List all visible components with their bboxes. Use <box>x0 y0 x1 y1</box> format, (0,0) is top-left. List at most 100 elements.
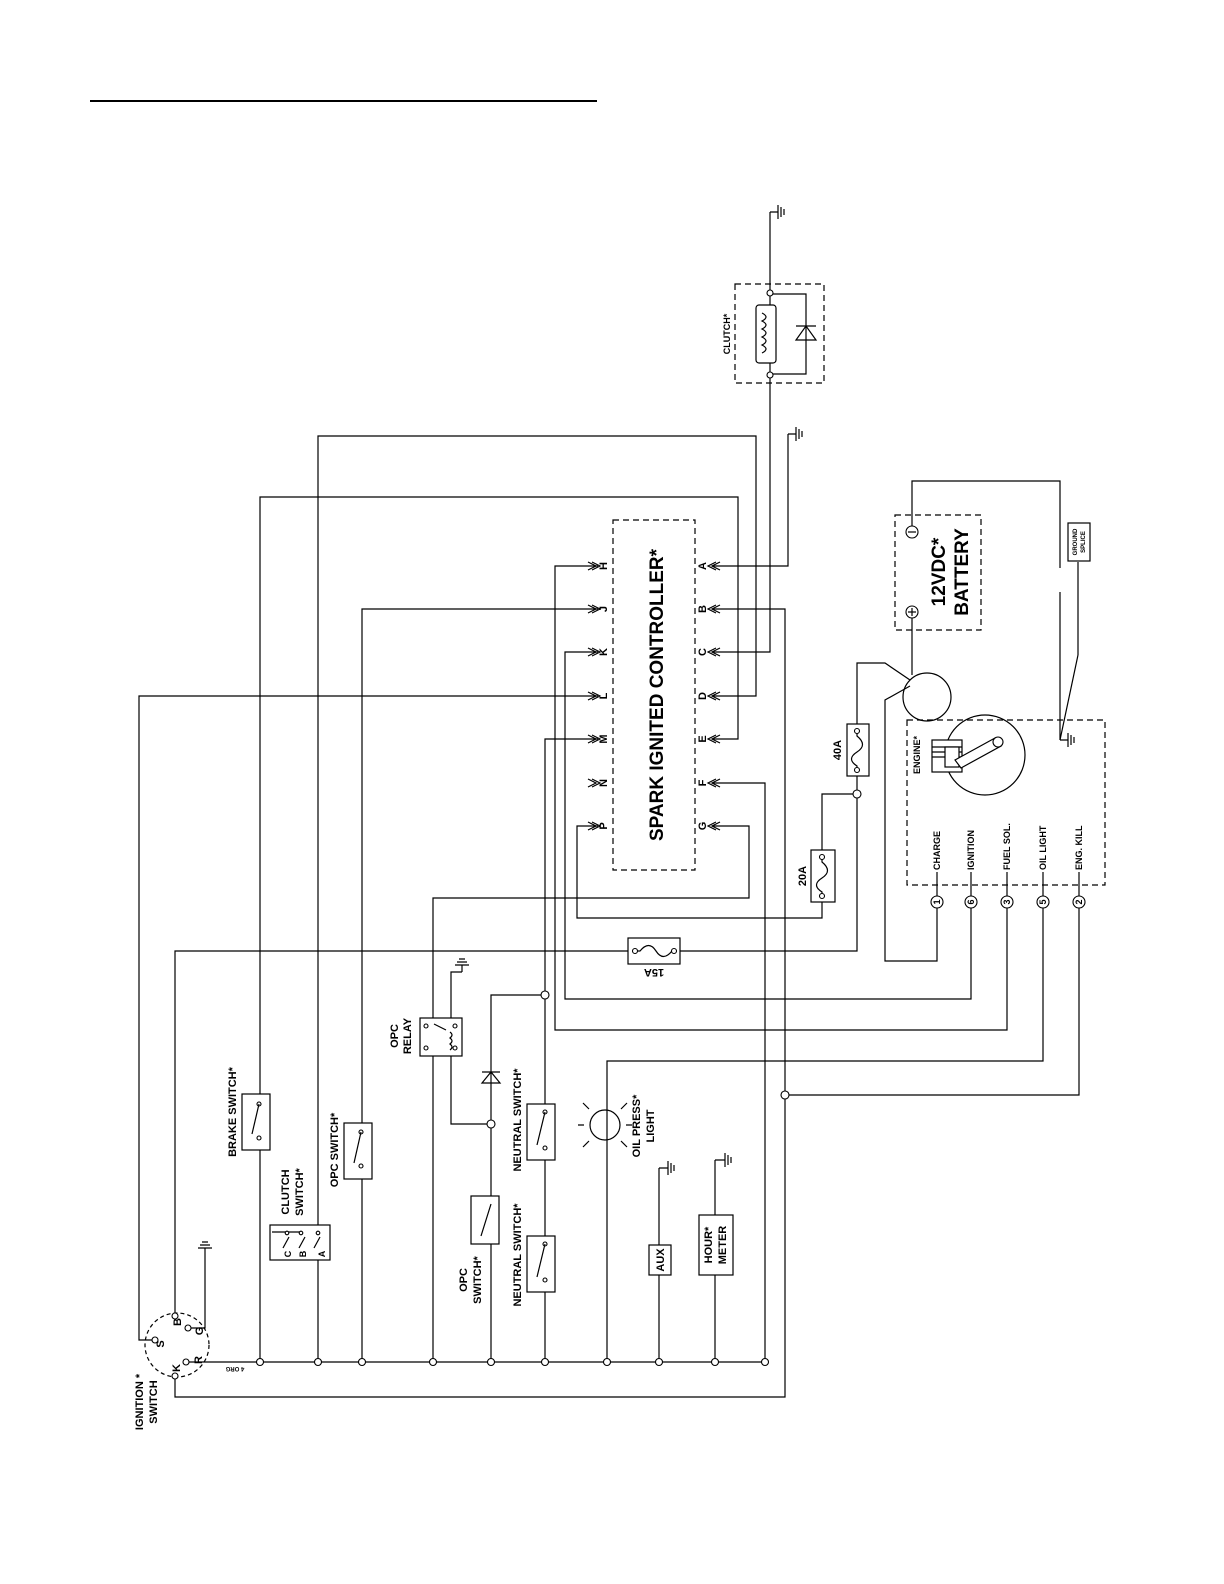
brake-switch-label: BRAKE SWITCH* <box>227 1066 239 1157</box>
oil-press-light: OIL PRESS* LIGHT <box>578 1094 657 1157</box>
aux-label: AUX <box>655 1248 667 1272</box>
fuse-15a: 15A <box>627 937 681 978</box>
ground-icon <box>198 1241 212 1249</box>
clutch-switch-pin-c: C <box>283 1250 293 1257</box>
hour-meter: HOUR* METER <box>698 1214 734 1276</box>
wires <box>138 212 1080 1398</box>
opc-switch-lower: OPC SWITCH* <box>458 1195 500 1304</box>
engine-piston-icon <box>931 714 1026 796</box>
controller-label: SPARK IGNITED CONTROLLER* <box>647 548 668 841</box>
connector-arrow-icon <box>587 647 602 657</box>
controller-right-pins: A B C D E F G <box>697 561 721 831</box>
engine-terminal-number: 6 <box>966 899 976 904</box>
clutch-switch-label-2: SWITCH* <box>294 1167 306 1215</box>
controller-pin-label: J <box>598 606 610 612</box>
engine-terminal-label: OIL LIGHT <box>1038 825 1048 870</box>
oil-press-label-1: OIL PRESS* <box>631 1094 643 1157</box>
connector-arrow-icon <box>706 647 721 657</box>
engine-terminal-number: 5 <box>1038 899 1048 904</box>
engine-terminal-node <box>964 895 978 909</box>
engine-terminal-number: 2 <box>1074 899 1084 904</box>
oil-press-label-2: LIGHT <box>645 1109 657 1142</box>
opc-relay: OPC RELAY <box>389 1017 463 1057</box>
ground-icon <box>715 1153 732 1167</box>
connector-arrow-icon <box>587 604 602 614</box>
fuse-15a-label: 15A <box>644 966 664 978</box>
engine-terminal-node <box>930 895 944 909</box>
fuse-40a-label: 40A <box>832 740 844 760</box>
junction-nodes <box>255 789 862 1367</box>
battery-voltage-label: 12VDC* <box>929 537 950 606</box>
controller-pin-label: K <box>598 648 610 656</box>
neutral-switch-upper: NEUTRAL SWITCH* <box>512 1068 556 1172</box>
controller-pin-label: M <box>598 734 610 743</box>
ground-icon <box>659 1161 675 1175</box>
ignition-terminal-b: B <box>172 1318 184 1326</box>
neutral-switch-lower: NEUTRAL SWITCH* <box>512 1203 556 1307</box>
opc-relay-label-1: OPC <box>389 1024 401 1048</box>
ground-splice-line1: GROUND <box>1073 528 1079 555</box>
controller-pin-label: G <box>697 822 709 831</box>
clutch-switch-label-1: CLUTCH <box>280 1169 292 1214</box>
battery-name-label: BATTERY <box>952 528 973 616</box>
ignition-terminal-g: G <box>194 1327 206 1336</box>
diode-icon <box>480 1071 502 1084</box>
ground-splice: GROUND SPLICE <box>1067 522 1091 562</box>
hour-meter-label-2: METER <box>717 1226 729 1265</box>
engine-label: ENGINE* <box>912 736 922 775</box>
neutral-switch-upper-label: NEUTRAL SWITCH* <box>512 1068 524 1172</box>
connector-arrow-icon <box>587 821 602 831</box>
neutral-switch-lower-label: NEUTRAL SWITCH* <box>512 1203 524 1307</box>
clutch-label: CLUTCH* <box>722 313 732 354</box>
connector-arrow-icon <box>706 691 721 701</box>
engine-terminal-node <box>1036 895 1050 909</box>
battery: 12VDC* BATTERY <box>894 514 982 675</box>
engine-terminal-label: IGNITION <box>966 830 976 870</box>
controller-pin-label: B <box>697 605 709 613</box>
ground-icon <box>1060 733 1075 747</box>
brake-switch: BRAKE SWITCH* <box>227 1066 271 1157</box>
hour-meter-label-1: HOUR* <box>703 1226 715 1263</box>
connector-arrow-icon <box>706 734 721 744</box>
engine-terminal-number: 3 <box>1002 899 1012 904</box>
engine-terminal-node <box>1000 895 1014 909</box>
controller-pin-label: N <box>598 779 610 787</box>
ignition-terminal-r: R <box>193 1356 205 1364</box>
controller-pin-label: E <box>697 735 709 742</box>
opc-switch-upper-label: OPC SWITCH* <box>329 1112 341 1187</box>
controller-pin-label: A <box>697 562 709 570</box>
clutch-switch: C B A CLUTCH SWITCH* <box>269 1167 331 1261</box>
opc-switch-lower-label-1: OPC <box>458 1268 470 1292</box>
controller-pin-label: L <box>598 692 610 699</box>
clutch-switch-pin-b: B <box>298 1250 308 1257</box>
lamp-icon <box>589 1109 621 1141</box>
ignition-switch: S B G K R 4 ORG IGNITION * SWITCH <box>134 1312 244 1430</box>
fuse-20a-label: 20A <box>797 866 809 886</box>
fuse-20a: 20A <box>797 849 836 903</box>
ignition-wire-label: 4 ORG <box>225 1365 244 1371</box>
fuse-40a: 40A <box>832 723 870 777</box>
controller-pin-label: C <box>697 648 709 656</box>
opc-switch-upper: OPC SWITCH* <box>329 1112 373 1187</box>
opc-switch-lower-label-2: SWITCH* <box>472 1255 484 1303</box>
connector-arrow-icon <box>706 778 721 788</box>
ground-splice-line2: SPLICE <box>1081 531 1087 553</box>
controller-pin-label: F <box>697 779 709 786</box>
ignition-terminal-k: K <box>171 1364 183 1372</box>
clutch-switch-pin-a: A <box>317 1250 327 1257</box>
opc-relay-label-2: RELAY <box>402 1017 414 1054</box>
ignition-switch-label-2: SWITCH <box>148 1380 160 1423</box>
connector-arrow-icon <box>587 561 602 571</box>
connector-arrow-icon <box>587 778 602 788</box>
connector-arrow-icon <box>706 604 721 614</box>
aux: AUX <box>648 1244 672 1276</box>
engine-terminal-node <box>1072 895 1086 909</box>
ignition-switch-label-1: IGNITION * <box>134 1373 146 1430</box>
controller-pin-label: P <box>598 822 610 829</box>
controller-pin-label: D <box>697 692 709 700</box>
